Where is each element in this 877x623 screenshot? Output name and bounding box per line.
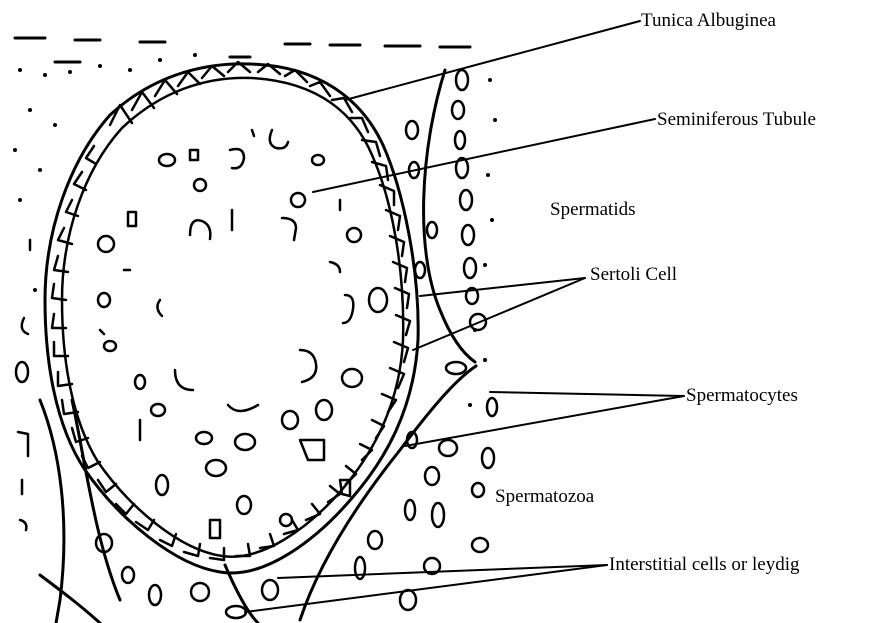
- leader-spermatocytes-1: [490, 392, 684, 396]
- label-seminiferous-tubule: Seminiferous Tubule: [657, 110, 816, 129]
- tunica-dashes: [15, 38, 470, 62]
- leader-spermatocytes-2: [405, 396, 684, 446]
- lumen-cells: [98, 130, 387, 538]
- label-spermatocytes: Spermatocytes: [686, 386, 798, 405]
- leader-sertoli-1: [420, 278, 585, 296]
- sertoli-cell-lining: [52, 62, 410, 560]
- tunica-right-layer: [424, 70, 475, 362]
- label-spermatids: Spermatids: [550, 200, 636, 219]
- left-edge-cells: [16, 240, 30, 530]
- leader-seminiferous: [313, 119, 655, 192]
- leader-tunica: [345, 21, 640, 100]
- label-interstitial-cells: Interstitial cells or leydig: [609, 555, 799, 574]
- leader-sertoli-2: [413, 278, 585, 350]
- label-tunica-albuginea: Tunica Albuginea: [641, 11, 776, 30]
- label-spermatozoa: Spermatozoa: [495, 487, 594, 506]
- interstitial-column: [96, 70, 497, 618]
- label-sertoli-cell: Sertoli Cell: [590, 265, 677, 284]
